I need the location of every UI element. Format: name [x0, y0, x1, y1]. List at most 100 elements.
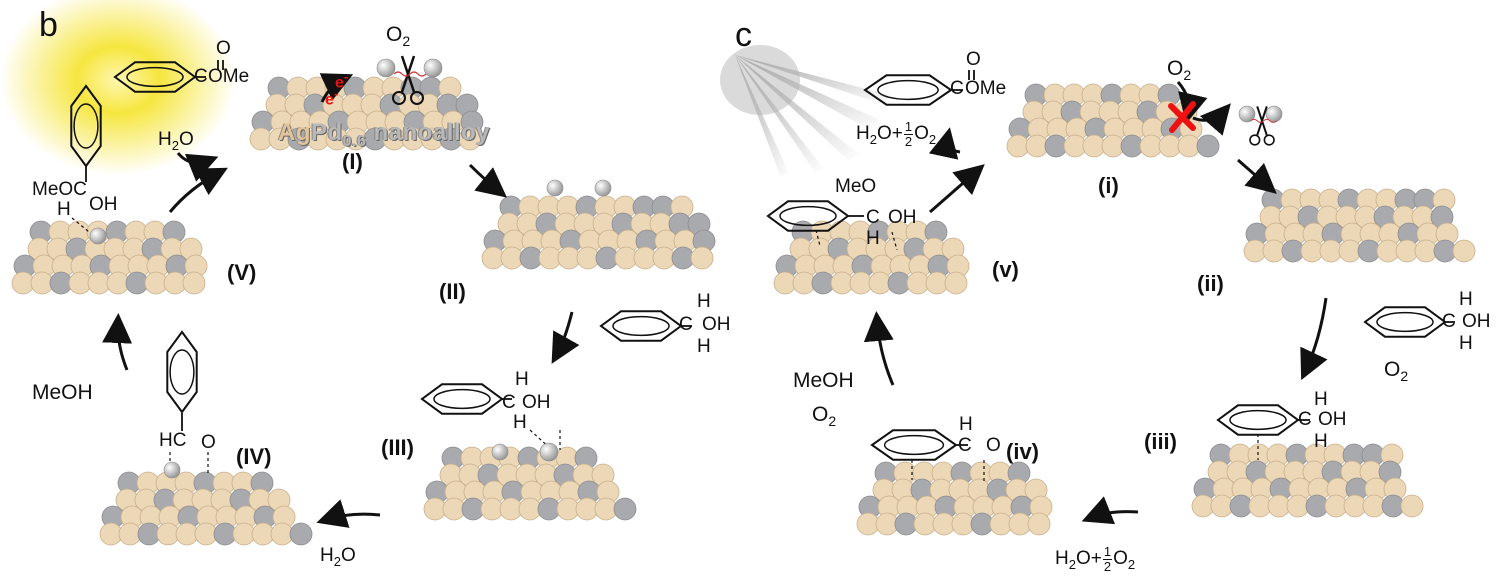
- step-label-IV: (IV): [236, 444, 272, 469]
- adsorbed-h-bottom-c: H: [1314, 431, 1328, 452]
- o2-atom-left-b: [376, 58, 396, 78]
- arrow-electron-transfer: [319, 73, 354, 103]
- adsorbed-h-top-c: H: [1314, 389, 1328, 410]
- bond-lines: [71, 55, 1455, 482]
- arrow-II-to-III: [551, 311, 580, 364]
- step-label-ii: (ii): [1197, 271, 1224, 296]
- benzene-adsorbed-c-v: [766, 200, 850, 232]
- methoxy-label-c: MeO: [835, 176, 877, 197]
- aldehyde-o-b: O: [201, 432, 216, 453]
- benzene-adsorbed-iv: [166, 330, 198, 414]
- hydroxyl-label-c-v: OH: [888, 207, 917, 228]
- aldehyde-o-c: O: [986, 435, 1001, 456]
- arrow-III-to-IV: [316, 499, 381, 528]
- ester-c-c: C: [950, 78, 964, 99]
- step-label-II: (II): [439, 279, 466, 304]
- ester-ome-b: OMe: [208, 66, 250, 87]
- electron-label-1: e-: [335, 69, 349, 92]
- step-label-III: (III): [381, 435, 414, 460]
- ester-o-b: O: [216, 38, 231, 59]
- h-atom-V: [89, 227, 107, 245]
- benzene-ester-b: [113, 61, 197, 93]
- h-atom-II-a: [546, 179, 564, 197]
- step-label-V: (V): [227, 260, 257, 285]
- contact-c-v-ring: [815, 229, 821, 247]
- h-atom-III-a: [491, 443, 509, 461]
- step-label-v: (v): [992, 257, 1019, 282]
- arrow-I-to-II: [468, 163, 508, 198]
- cluster-III: [423, 446, 637, 521]
- panel-label-c: c: [735, 16, 752, 54]
- arrow-IV-to-V: [102, 313, 133, 371]
- alcohol-oh-c: OH: [1462, 311, 1491, 332]
- adsorbed-h-bottom-b: H: [513, 412, 527, 433]
- meoh-label-c: MeOH: [793, 369, 854, 392]
- cluster-iv: [856, 461, 1053, 536]
- contact-v: [71, 217, 95, 237]
- arrow-iv-to-v: [863, 311, 895, 386]
- benzene-alcohol-c: [1363, 306, 1447, 338]
- adsorbed-oh-b: OH: [522, 392, 551, 413]
- benzene-rings: [70, 61, 1447, 461]
- hydrogen-label-v: H: [57, 199, 71, 220]
- o2-label-c-left: O2: [812, 403, 837, 430]
- sunlight-glow: [0, 0, 236, 175]
- alcohol-oh-b: OH: [702, 314, 731, 335]
- o2-atom-right-b: [423, 58, 443, 78]
- step-label-iv: (iv): [1006, 439, 1039, 464]
- arrow-i-to-ii: [1237, 158, 1277, 194]
- carbon-label-c-v: C: [866, 207, 880, 228]
- cluster-iii: [1191, 443, 1424, 518]
- adsorbed-oh-c: OH: [1318, 409, 1347, 430]
- aldehyde-c-c: C: [958, 435, 972, 456]
- panel-label-b: b: [39, 6, 58, 44]
- ester-ome-c: OMe: [965, 78, 1007, 99]
- meoh-label-b: MeOH: [32, 381, 93, 404]
- arrow-v-to-i: [929, 164, 985, 214]
- arrow-V-to-I: [168, 167, 228, 213]
- arrow-o2-deflect-c: [1192, 103, 1231, 136]
- aldehyde-hc-b: HC: [159, 430, 187, 451]
- ester-c-b: C: [194, 66, 208, 87]
- cluster-II: [481, 195, 716, 270]
- h2o-label-bottom-b: H2O: [320, 545, 356, 569]
- alcohol-c-c: C: [1442, 311, 1456, 332]
- alcohol-h-bottom-b: H: [697, 336, 711, 357]
- benzene-adsorbed-iii: [420, 383, 504, 415]
- step-label-iii: (iii): [1144, 429, 1177, 454]
- adsorbed-c-b: C: [502, 392, 516, 413]
- blocked-x-icon: [1168, 101, 1196, 133]
- benzene-adsorbed-c-iii: [1216, 404, 1300, 436]
- benzene-adsorbed-v: [70, 84, 102, 168]
- h-atom-IV: [163, 461, 181, 479]
- o2-label-c-right: O2: [1384, 358, 1409, 385]
- h-atom-III-b: [539, 442, 559, 462]
- methoxy-label-v: MeOC: [32, 179, 87, 200]
- ester-o-c: O: [966, 49, 981, 70]
- electron-label-2: e-: [325, 86, 339, 109]
- dark-rays: [720, 45, 890, 175]
- catalyst-label: AgPd0.6 nanoalloy: [278, 119, 491, 150]
- arrow-water-release-b: [176, 152, 219, 182]
- nanoalloy-clusters: [11, 76, 1476, 546]
- benzene-alcohol-b: [599, 310, 683, 342]
- step-label-i: (i): [1098, 173, 1119, 198]
- arrow-iii-to-iv: [1081, 496, 1139, 525]
- cluster-V: [11, 220, 208, 295]
- o2-label-c-top: O2: [1167, 57, 1192, 84]
- alcohol-h-top-b: H: [697, 291, 711, 312]
- alcohol-h-bottom-c: H: [1459, 333, 1473, 354]
- hydroxyl-label-v: OH: [89, 194, 118, 215]
- h2o-label-top-b: H2O: [158, 129, 194, 153]
- arrow-ii-to-iii: [1300, 297, 1328, 381]
- alcohol-c-b: C: [679, 314, 693, 335]
- scissors-icon-c: [1249, 106, 1277, 146]
- step-label-I: (I): [342, 149, 363, 174]
- hydrogen-label-c-v: H: [866, 228, 880, 249]
- benzene-ester-c: [863, 74, 953, 106]
- benzene-adsorbed-c-iv: [870, 429, 958, 461]
- cluster-IV: [99, 471, 313, 546]
